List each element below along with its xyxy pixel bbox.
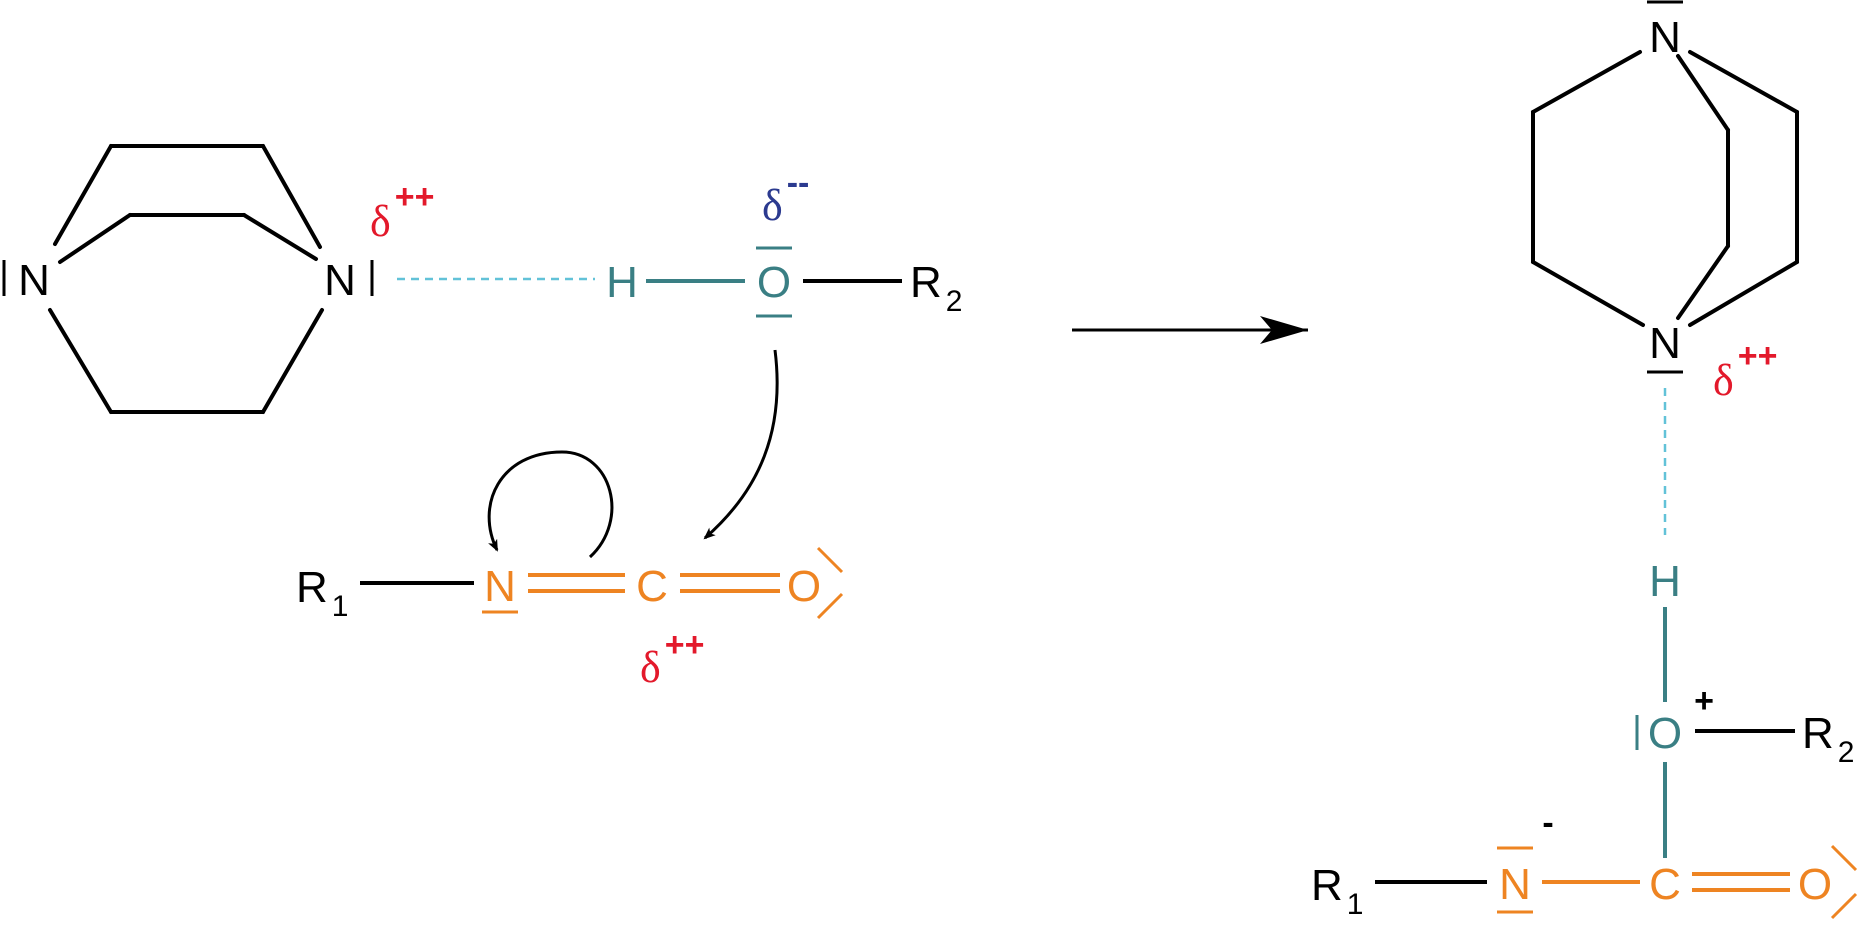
product-n-charge: - — [1542, 804, 1553, 842]
dabco-bond — [261, 308, 324, 414]
product-c: C — [1649, 860, 1681, 909]
product-dabco — [1531, 50, 1799, 327]
delta-charge: -- — [787, 164, 810, 202]
delta-charge: ++ — [395, 178, 435, 216]
product-dabco-partial-charge: δ ++ — [1713, 337, 1777, 405]
product-r1: R 1 — [1311, 861, 1363, 921]
r-subscript: 2 — [946, 285, 963, 318]
dabco-bond — [58, 213, 132, 264]
dabco-n-right: N — [324, 256, 356, 305]
dabco-bond — [1676, 54, 1730, 132]
r-subscript: 2 — [1838, 736, 1855, 769]
product-o-charge: + — [1694, 682, 1714, 720]
product-o: O — [1648, 709, 1682, 758]
arrow-o-attacks-c — [703, 349, 779, 540]
product-h: H — [1649, 557, 1681, 606]
product-n: N — [1499, 860, 1531, 909]
lone-pair-o — [816, 592, 844, 620]
isocyanate-partial-charge: δ ++ — [640, 626, 704, 692]
r-label: R — [1802, 709, 1834, 758]
lone-pair-product-o2 — [1830, 892, 1858, 920]
product-o2: O — [1798, 860, 1832, 909]
alcohol-o: O — [757, 258, 791, 307]
r-label: R — [910, 258, 942, 307]
dabco-bond — [1531, 50, 1642, 114]
delta-charge: ++ — [1738, 337, 1778, 375]
dabco-n-left: N — [18, 256, 50, 305]
product-r2: R 2 — [1802, 709, 1854, 769]
delta-symbol: δ — [1713, 356, 1734, 405]
dabco-bond — [1676, 244, 1730, 320]
r-label: R — [296, 563, 328, 612]
r-label: R — [1311, 861, 1343, 910]
reaction-arrow-head — [1260, 316, 1308, 344]
delta-symbol: δ — [762, 181, 783, 230]
isocyanate-r1: R 1 — [296, 563, 348, 623]
lone-pair-product-o2 — [1830, 844, 1858, 872]
dabco-bond — [1688, 50, 1799, 114]
product-dabco-n-bottom: N — [1649, 319, 1681, 368]
isocyanate-c: C — [636, 562, 668, 611]
reactant-dabco — [48, 144, 324, 414]
alcohol-r2: R 2 — [910, 258, 962, 318]
delta-symbol: δ — [370, 197, 391, 246]
alcohol-h: H — [606, 258, 638, 307]
dabco-bond — [53, 144, 113, 246]
dabco-bond — [261, 144, 322, 249]
lone-pair-o — [816, 546, 844, 574]
dabco-bond — [242, 213, 318, 261]
r-subscript: 1 — [1347, 888, 1364, 921]
product-dabco-n-top: N — [1649, 13, 1681, 62]
delta-charge: ++ — [665, 626, 705, 664]
delta-symbol: δ — [640, 643, 661, 692]
dabco-partial-charge: δ ++ — [370, 178, 434, 246]
arrow-cn-to-n — [487, 450, 614, 559]
r-subscript: 1 — [332, 590, 349, 623]
dabco-bond — [1531, 260, 1645, 327]
dabco-bond — [48, 308, 113, 414]
isocyanate-n: N — [484, 562, 516, 611]
dabco-bond — [1688, 260, 1799, 327]
alcohol-partial-charge: δ -- — [762, 164, 809, 230]
isocyanate-o: O — [787, 562, 821, 611]
